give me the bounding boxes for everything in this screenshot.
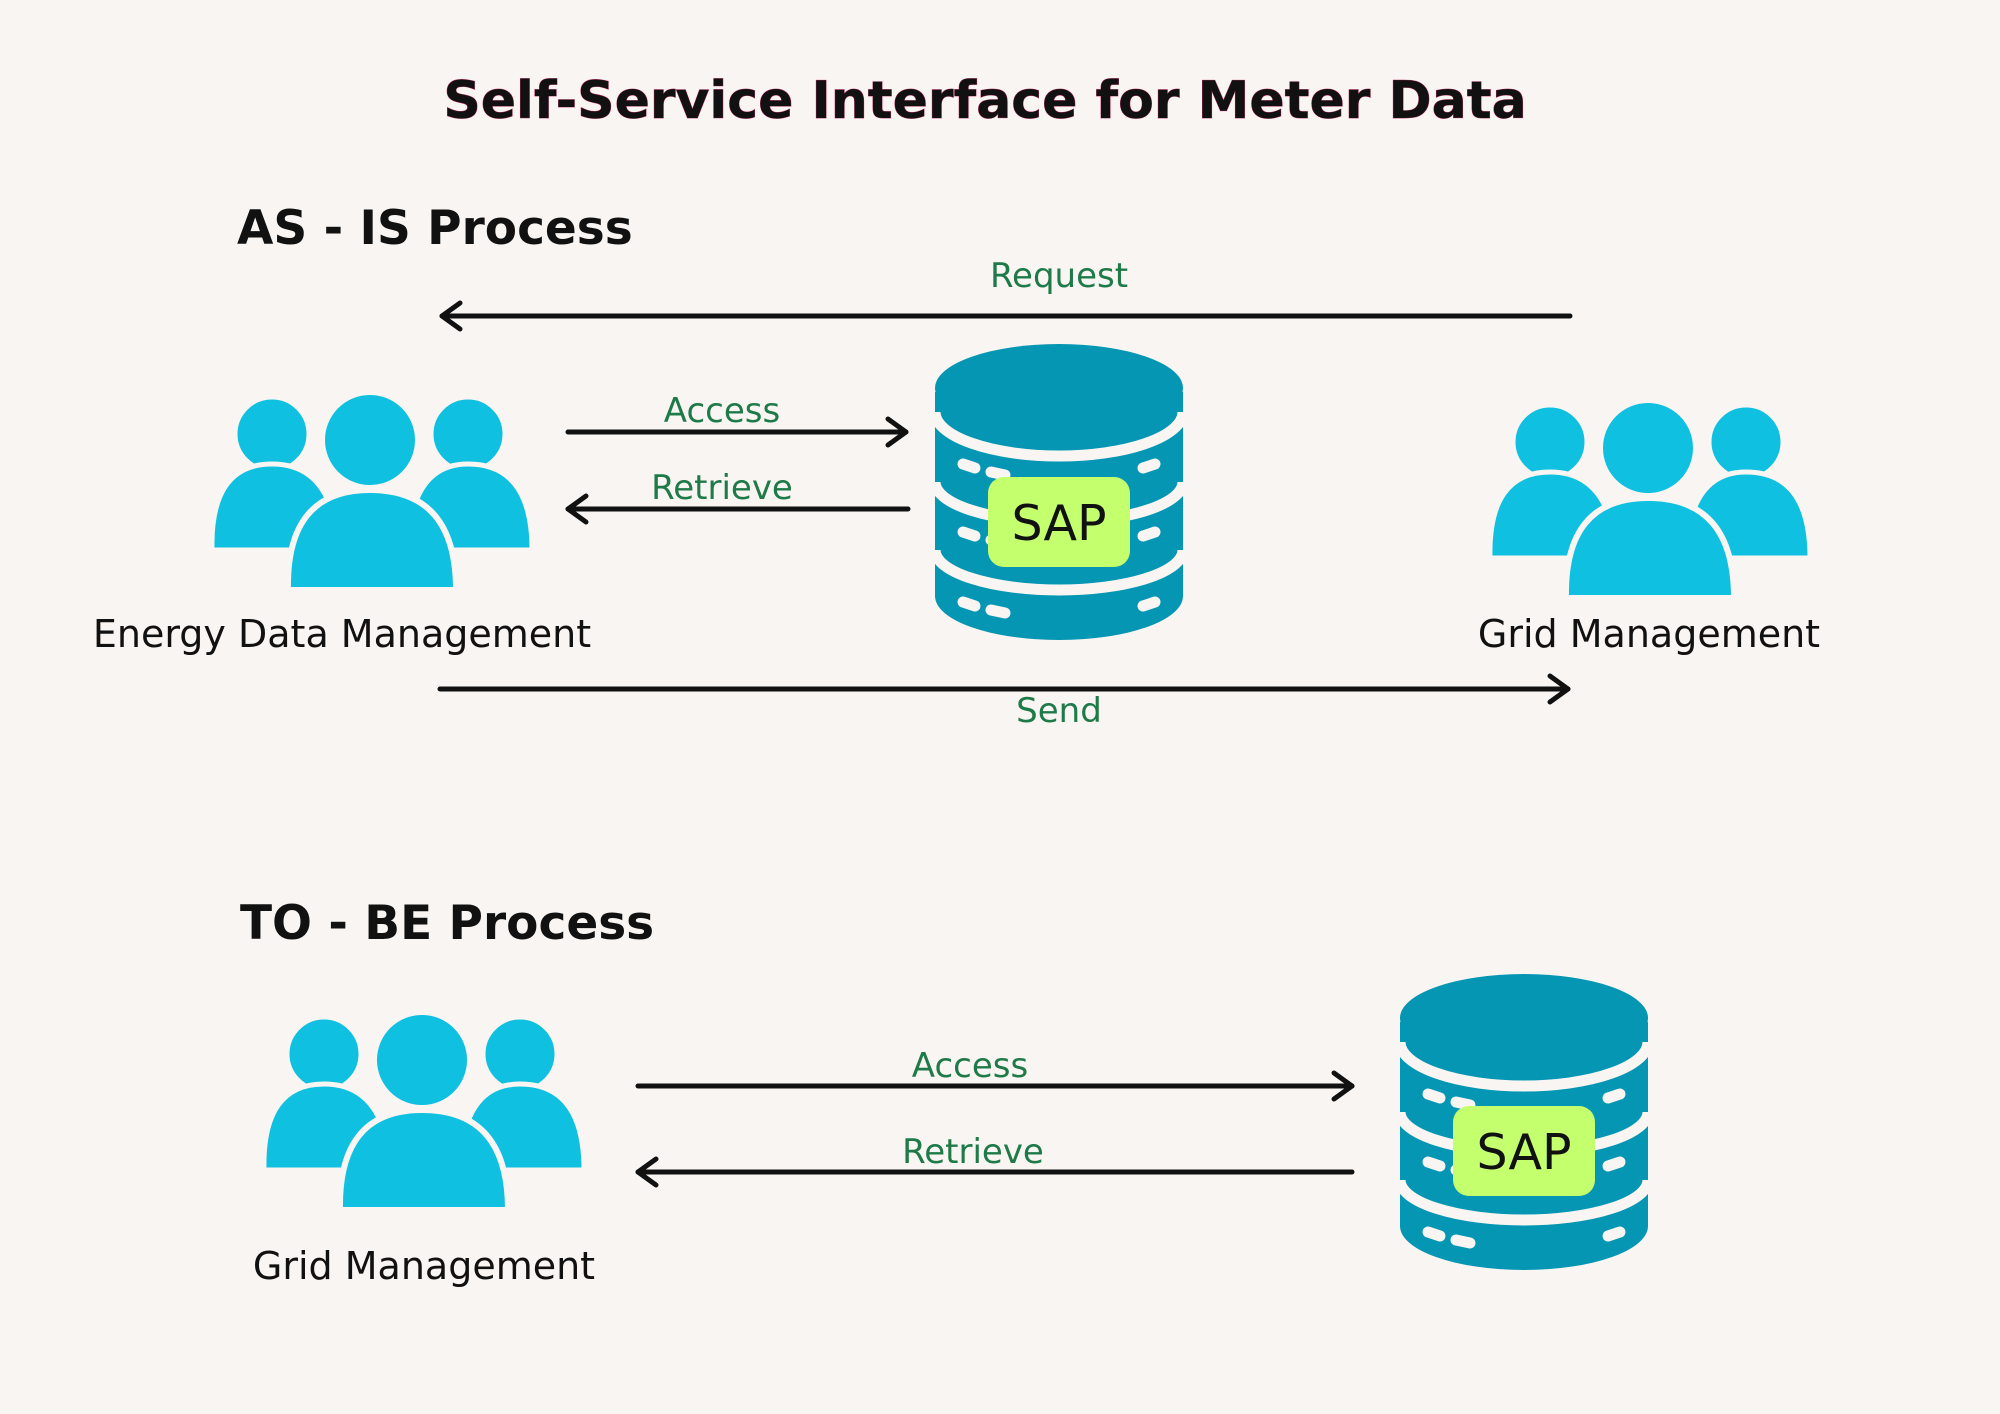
access-arrow xyxy=(565,416,909,448)
as-is-heading: AS - IS Process xyxy=(237,201,633,256)
sap-label: SAP xyxy=(1011,495,1106,552)
retrieve-arrow xyxy=(565,493,911,525)
grid-management-label: Grid Management xyxy=(1478,612,1820,656)
people-group-icon xyxy=(264,1012,584,1210)
people-group-icon xyxy=(212,392,532,590)
to-be-sap-badge xyxy=(1453,1106,1595,1196)
people-group-icon xyxy=(1490,400,1810,598)
to-be-access-label: Access xyxy=(912,1046,1028,1086)
energy-data-management-label: Energy Data Management xyxy=(93,612,591,656)
to-be-heading: TO - BE Process xyxy=(240,896,654,951)
retrieve-label: Retrieve xyxy=(651,468,793,508)
request-label: Request xyxy=(990,256,1128,296)
request-arrow xyxy=(439,300,1573,332)
to-be-retrieve-label: Retrieve xyxy=(902,1132,1044,1172)
to-be-sap-label: SAP xyxy=(1476,1124,1571,1181)
sap-badge xyxy=(988,477,1130,567)
to-be-retrieve-arrow xyxy=(635,1156,1355,1188)
send-arrow xyxy=(437,673,1571,705)
to-be-grid-management-label: Grid Management xyxy=(253,1244,595,1288)
to-be-access-arrow xyxy=(635,1070,1355,1102)
main-title: Self-Service Interface for Meter Data xyxy=(443,71,1526,131)
access-label: Access xyxy=(664,391,780,431)
send-label: Send xyxy=(1016,691,1102,731)
